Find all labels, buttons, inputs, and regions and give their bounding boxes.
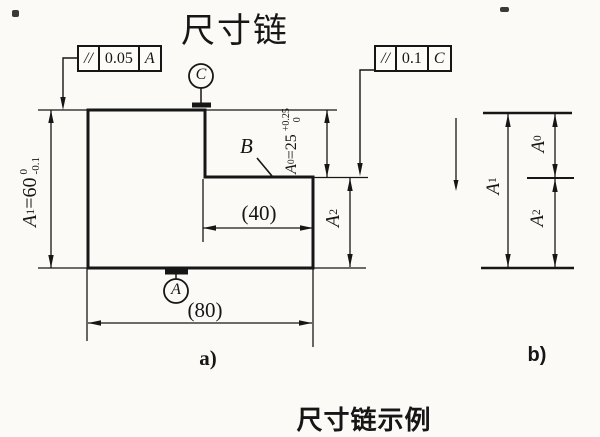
datum-a-letter: A: [171, 281, 181, 298]
tolerance-frame-parallelism-c: // 0.1 C: [374, 45, 452, 72]
surface-b-label: B: [240, 134, 253, 158]
tolerance-value: 0.05: [97, 47, 138, 70]
scan-speck: [500, 7, 509, 12]
tolerance-datum-letter: C: [426, 47, 450, 70]
scan-speck: [12, 10, 19, 17]
extension-lines: [38, 109, 368, 347]
parallelism-icon: //: [381, 50, 390, 67]
dim-80-label: (80): [187, 298, 223, 322]
subfigure-b-label: b): [527, 344, 547, 366]
page-title: 尺寸链: [181, 13, 289, 50]
parallelism-icon: //: [84, 50, 93, 67]
subfigure-a-label: a): [199, 346, 217, 370]
leader-frame2: [359, 69, 374, 164]
dim-40-label: (40): [241, 201, 277, 225]
leader-surface-b: [256, 157, 273, 177]
datum-c-symbol: [188, 63, 214, 108]
leader-frame1: [62, 57, 77, 99]
tolerance-frame-parallelism-a: // 0.05 A: [77, 45, 162, 72]
tolerance-value: 0.1: [394, 47, 427, 70]
tolerance-datum-letter: A: [137, 47, 160, 70]
dimension-lines-a: [50, 110, 351, 324]
chain-diagram-lines: [455, 111, 574, 270]
arrowheads: [48, 97, 558, 326]
datum-c-letter: C: [195, 66, 207, 83]
datum-a-symbol: [163, 269, 189, 304]
figure-caption: 尺寸链示例: [296, 405, 432, 435]
